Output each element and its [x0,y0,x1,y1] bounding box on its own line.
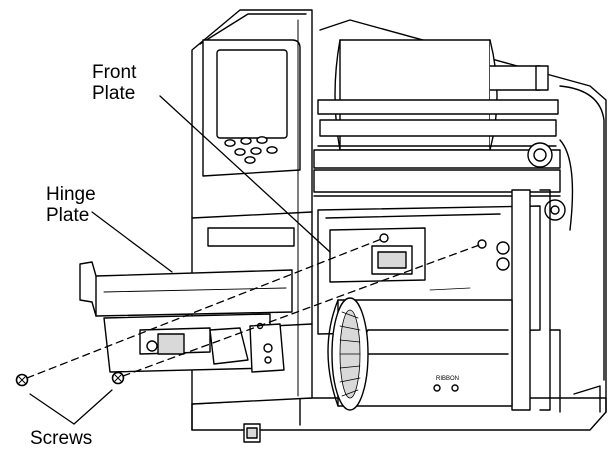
screw-left [15,373,29,387]
screws-leader-right [73,389,113,425]
hinge-plate-label-line2: Plate [46,205,90,226]
hinge-plate-callout: Hinge Plate [46,184,96,226]
front-plate-label-line1: Front [92,62,137,83]
hinge-plate [79,261,293,373]
leader-lines [29,95,331,425]
hinge-plate-leader [91,211,173,273]
front-plate-callout: Front Plate [92,62,136,104]
screws-leader-left [29,393,75,425]
hinge-plate-label-line1: Hinge [46,184,96,205]
media-area [313,19,607,413]
screw-right [111,371,125,385]
screws-label: Screws [30,428,93,449]
front-plate-label-line2: Plate [92,83,136,104]
screws-callout: Screws [30,428,92,449]
front-plate-leader [159,95,331,253]
alignment-lines [26,237,483,379]
printer-panel-label: RIBBON [436,376,459,382]
